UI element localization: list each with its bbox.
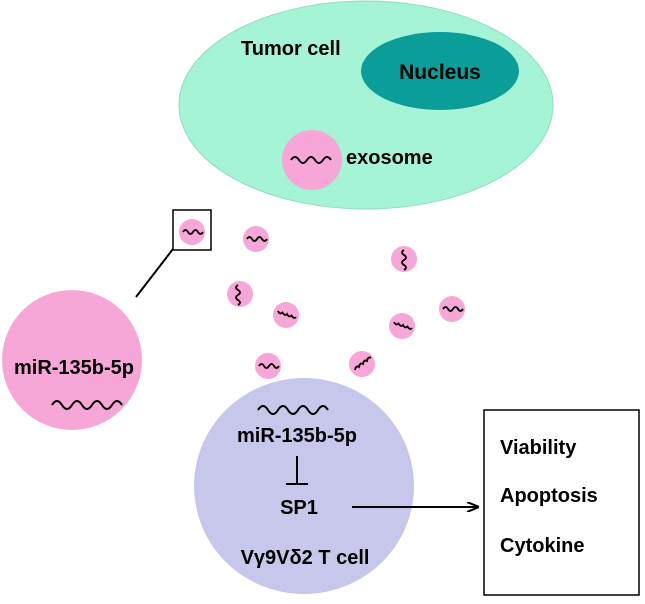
exosome-label: exosome <box>346 147 433 169</box>
zoom-connector-line <box>135 248 174 298</box>
rna-squiggle-icon <box>258 363 280 369</box>
nucleus <box>361 32 519 110</box>
rna-squiggle-icon <box>442 306 464 312</box>
rna-squiggle-icon <box>182 229 204 235</box>
outcomes-box <box>483 409 640 596</box>
t-cell-target-label: SP1 <box>280 497 318 519</box>
outcome-apoptosis: Apoptosis <box>500 485 598 507</box>
outcome-viability: Viability <box>500 437 577 459</box>
rna-squiggle-icon <box>277 310 297 319</box>
exosome-highlight-box <box>172 209 212 251</box>
tumor-cell <box>178 0 554 210</box>
rna-squiggle-icon <box>393 321 413 330</box>
outcome-cytokine: Cytokine <box>500 535 584 557</box>
rna-squiggle-icon <box>401 249 407 271</box>
rna-squiggle-icon <box>235 284 241 306</box>
small-exosomes <box>172 209 465 379</box>
zoom-exosome <box>2 290 142 430</box>
exosome <box>282 130 342 190</box>
t-cell <box>194 378 414 594</box>
inhibition-bar-icon <box>286 456 308 485</box>
zoom-exosome-label: miR-135b-5p <box>14 357 134 379</box>
nucleus-label: Nucleus <box>399 61 481 84</box>
rna-squiggle-icon <box>257 405 329 415</box>
t-cell-mirna-label: miR-135b-5p <box>237 425 357 447</box>
rna-squiggle-icon <box>290 156 332 164</box>
tumor-cell-label: Tumor cell <box>241 38 341 60</box>
t-cell-label: Vγ9Vδ2 T cell <box>241 547 370 569</box>
rna-squiggle-icon <box>51 400 123 410</box>
rna-squiggle-icon <box>246 236 268 242</box>
rna-squiggle-icon <box>354 356 372 371</box>
